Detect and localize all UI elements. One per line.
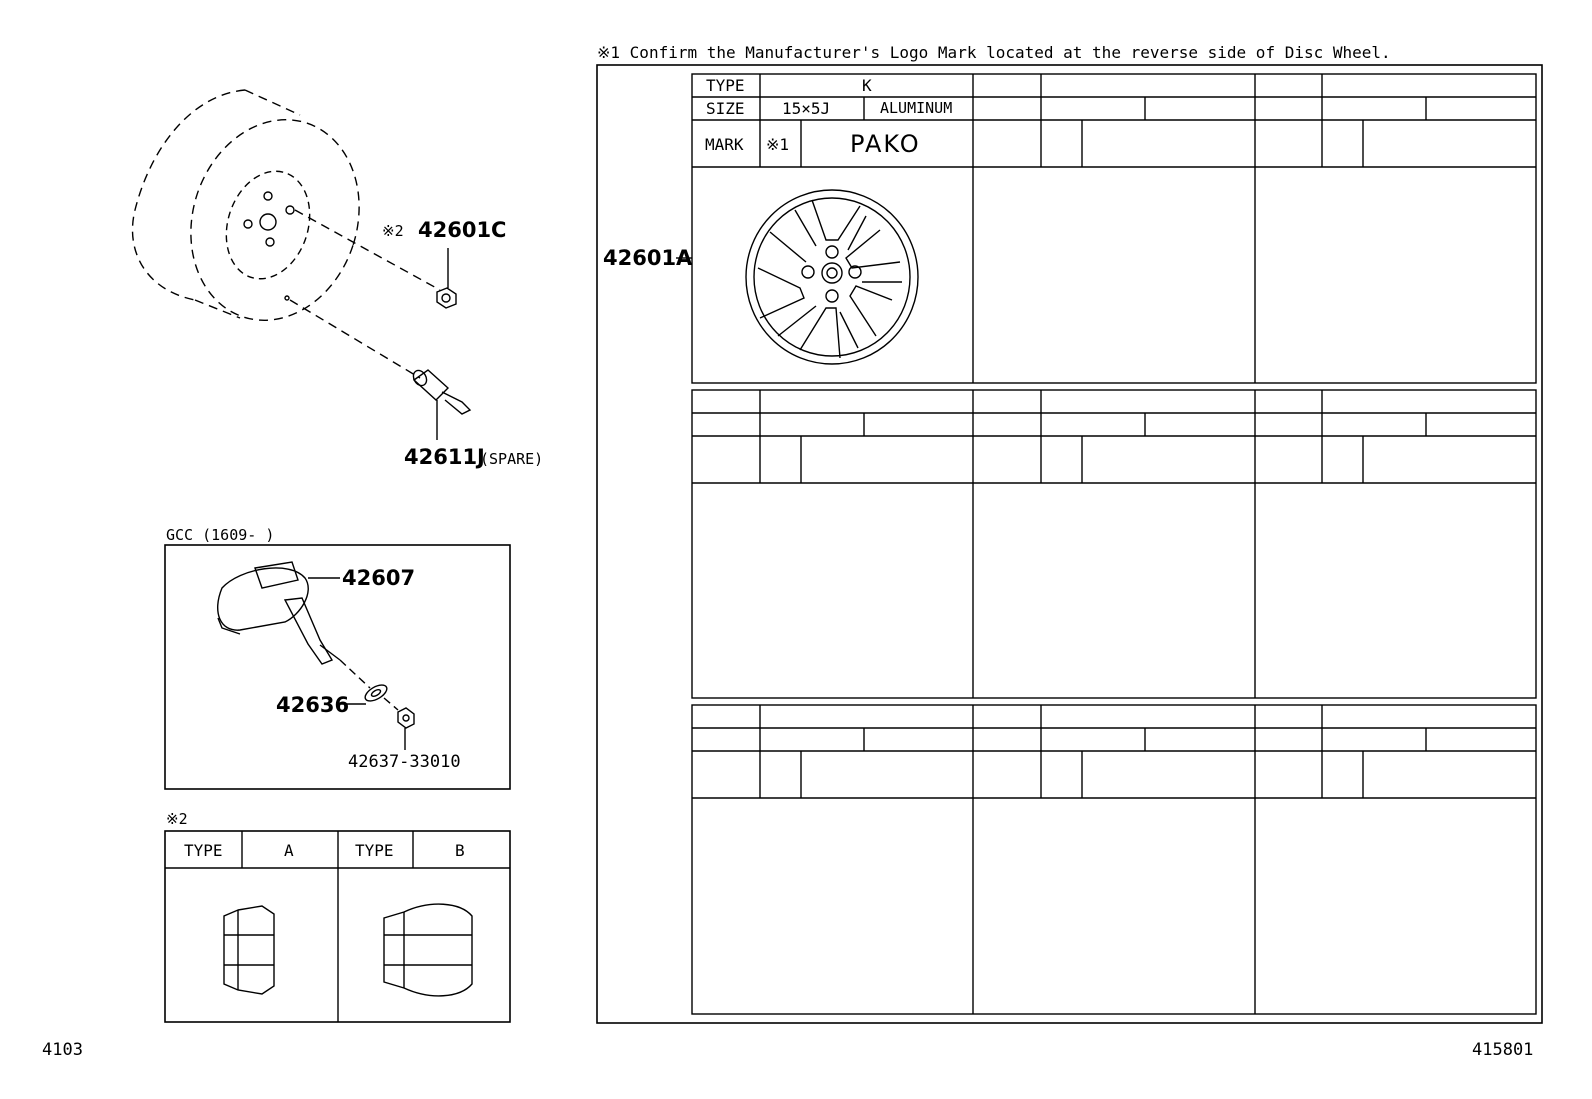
wheel-section-1	[691, 73, 1537, 384]
part-number-42636[interactable]: 42636	[276, 693, 350, 717]
nut-type-a-drawing[interactable]	[223, 905, 275, 995]
part-number-42611j[interactable]: 42611J	[404, 445, 485, 469]
spec-type-value: K	[862, 76, 872, 95]
type-a-value: A	[284, 841, 294, 860]
nut-type-b-drawing[interactable]	[383, 903, 473, 997]
lug-nut-drawing[interactable]	[436, 287, 457, 309]
part-number-42607[interactable]: 42607	[342, 566, 416, 590]
wheel-rim-drawing[interactable]	[131, 89, 385, 342]
spec-size-value: 15×5J	[782, 99, 831, 118]
sensor-nut-drawing[interactable]	[397, 707, 415, 729]
type-table-title: ※2	[166, 810, 188, 828]
page-number-left: 4103	[42, 1040, 83, 1060]
wheel-section-2	[691, 389, 1537, 699]
alloy-wheel-drawing[interactable]	[745, 189, 919, 365]
gcc-box	[164, 544, 511, 790]
nut-mark: ※2	[382, 222, 404, 240]
wheel-table-frame	[596, 64, 1543, 1024]
gcc-label: GCC (1609- )	[166, 526, 275, 544]
type-a-label: TYPE	[184, 841, 223, 860]
spec-type-label: TYPE	[706, 76, 745, 95]
spec-mark-value: PAKO	[850, 130, 921, 158]
type-b-label: TYPE	[355, 841, 394, 860]
part-number-42601c[interactable]: 42601C	[418, 218, 507, 242]
header-note: ※1 Confirm the Manufacturer's Logo Mark …	[597, 43, 1391, 62]
page-number-right: 415801	[1472, 1040, 1534, 1060]
grommet-drawing[interactable]	[363, 682, 390, 704]
spec-size-label: SIZE	[706, 99, 745, 118]
wheel-section-3	[691, 704, 1537, 1015]
tpms-sensor-drawing[interactable]	[217, 561, 341, 665]
valve-stem-drawing[interactable]	[411, 368, 472, 415]
type-b-value: B	[455, 841, 465, 860]
valve-suffix: (SPARE)	[480, 450, 544, 468]
spec-mark-label: MARK	[705, 135, 744, 154]
spec-mark-ref: ※1	[766, 135, 790, 154]
spec-material: ALUMINUM	[880, 99, 953, 117]
part-number-42637-33010[interactable]: 42637-33010	[348, 752, 461, 772]
